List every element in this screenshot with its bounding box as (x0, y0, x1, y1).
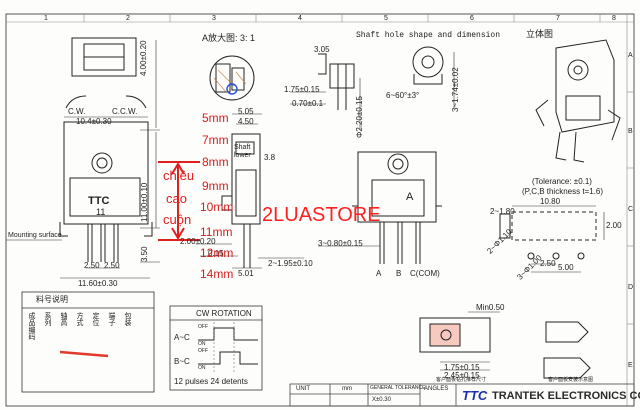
dim-pitch-2: 2.50 (104, 261, 120, 270)
rotation-off-2: OFF (198, 348, 208, 354)
grid-row-b: B (628, 128, 633, 135)
title-unit-label: UNIT (296, 386, 310, 392)
grid-col-4: 4 (298, 15, 302, 22)
dim-shaft-b: 0.70±0.1 (292, 99, 324, 108)
dim-side-5: 0.15 (208, 249, 224, 258)
grid-col-6: 6 (470, 15, 474, 22)
dim-terminal-min: Min0.50 (476, 303, 505, 312)
pin-a-label: A (376, 269, 382, 278)
height-value-7mm: 7mm (202, 133, 229, 147)
dim-terminal-b: 2.45±0.15 (444, 371, 480, 380)
rotation-caption: 12 pulses 24 detents (174, 377, 248, 386)
zoom-view-title: A放大图: 3: 1 (202, 33, 256, 43)
dim-height-total: 4.00±0.20 (139, 40, 148, 76)
brand-logo: TTC (462, 388, 488, 403)
terminal-note: 客户面板钻孔推荐尺寸 (436, 377, 487, 383)
height-value-9mm: 9mm (202, 179, 229, 193)
lower-label: lower (234, 152, 251, 159)
terminal-note-2: 客户面板安装示意图 (548, 377, 594, 383)
grid-row-d: D (628, 284, 634, 291)
dim-shaft-f: 3.05 (314, 45, 330, 54)
table-col-2: 系列 (44, 312, 51, 326)
ccw-label: C.C.W. (112, 107, 138, 116)
dim-center-pitch: 3~0.80±0.15 (318, 239, 363, 248)
dim-shaft-e: 6~60°±3° (386, 91, 420, 100)
dim-terminal-a: 1.75±0.15 (444, 363, 480, 372)
rotation-bc: B~C (174, 357, 190, 366)
table-col-5: 定位 (92, 312, 99, 326)
center-label-a: A (406, 191, 414, 203)
grid-col-7: 7 (556, 15, 560, 22)
height-value-12mm: 12mm (200, 246, 234, 260)
rotation-on-2: ON (198, 365, 206, 371)
dim-side-6: 5.01 (238, 269, 254, 278)
tolerance-note: (Tolerance: ±0.1) (532, 177, 592, 186)
front-number: 11 (96, 207, 106, 217)
cw-label: C.W. (68, 107, 86, 116)
pin-b-label: B (396, 269, 402, 278)
brand-name: TRANTEK ELECTRONICS CO.,LTD. (492, 390, 640, 402)
height-value-14mm: 14mm (200, 267, 234, 281)
table-title: 料号说明 (36, 295, 68, 304)
dim-right-d: 2.50 (540, 259, 556, 268)
grid-col-1: 1 (44, 15, 48, 22)
grid-col-5: 5 (384, 15, 388, 22)
title-angles: ANGLES (424, 386, 449, 392)
table-col-6: 端子 (108, 312, 115, 326)
title-tolerance-value: X±0.30 (372, 397, 391, 403)
height-value-10mm: 10mm (200, 200, 234, 214)
dim-body-height: 11.00±0.10 (140, 182, 149, 222)
dim-side-1: 5.05 (238, 107, 254, 116)
front-logo: TTC (88, 195, 110, 207)
height-value-5mm: 5mm (202, 111, 229, 125)
store-watermark: 2LUASTORE (262, 204, 381, 226)
thickness-note: (P,C,B thickness t=1.6) (522, 187, 603, 196)
height-label-line-2: cao (166, 191, 187, 206)
grid-col-8: 8 (612, 15, 616, 22)
grid-row-c: C (628, 206, 634, 213)
table-col-4: 方式 (76, 312, 83, 326)
height-value-11mm: 11mm (200, 225, 233, 239)
table-col-7: 包装 (124, 312, 131, 326)
title-unit-value: mm (342, 386, 352, 392)
dim-side-7: 2~1.95±0.10 (268, 259, 313, 268)
dim-side-2: 4.50 (238, 117, 254, 126)
table-columns: 成品编码 系列 轴高 方式 定位 端子 包装 (26, 312, 152, 390)
dim-pitch-1: 2.50 (84, 261, 100, 270)
table-col-1: 成品编码 (28, 312, 35, 340)
grid-col-2: 2 (126, 15, 130, 22)
dim-right-h: 2.00 (606, 221, 622, 230)
rotation-title: CW ROTATION (196, 309, 252, 318)
grid-col-3: 3 (212, 15, 216, 22)
dim-side-4: 2.00±0.20 (180, 237, 216, 246)
height-label-line-1: chiều (163, 168, 195, 183)
height-label-line-3: cuộn (163, 212, 192, 227)
table-col-3: 轴高 (60, 312, 67, 326)
dim-width-bottom: 11.60±0.30 (78, 279, 118, 288)
dim-shaft-d: 3~1.74±0.02 (451, 67, 460, 112)
dim-side-3: 3.8 (264, 153, 276, 162)
dim-right-w: 10.80 (540, 197, 561, 206)
dim-shaft-c: Φ2.20±0.15 (355, 96, 364, 138)
grid-row-a: A (628, 52, 633, 59)
shaft-label: Shaft (234, 144, 251, 151)
dim-lead-length: 3.50 (140, 246, 149, 262)
rotation-off-1: OFF (198, 324, 208, 330)
title-tolerance-label: GENERAL TOLERANCE (370, 385, 426, 391)
dim-shaft-a: 1.75±0.15 (284, 85, 320, 94)
grid-row-e: E (628, 362, 633, 369)
height-value-8mm: 8mm (202, 155, 229, 169)
stereo-view-title: 立体图 (526, 29, 554, 39)
dim-right-a: 2~1.80 (490, 207, 515, 216)
dim-width-top: 10.4±0.30 (76, 117, 112, 126)
pin-com-label: C(COM) (410, 269, 440, 278)
dim-right-e: 5.00 (558, 263, 574, 272)
shaft-hole-title: Shaft hole shape and dimension (356, 31, 501, 40)
mounting-surface-label: Mounting surface (8, 232, 62, 239)
rotation-on-1: ON (198, 341, 206, 347)
rotation-ac: A~C (174, 333, 190, 342)
